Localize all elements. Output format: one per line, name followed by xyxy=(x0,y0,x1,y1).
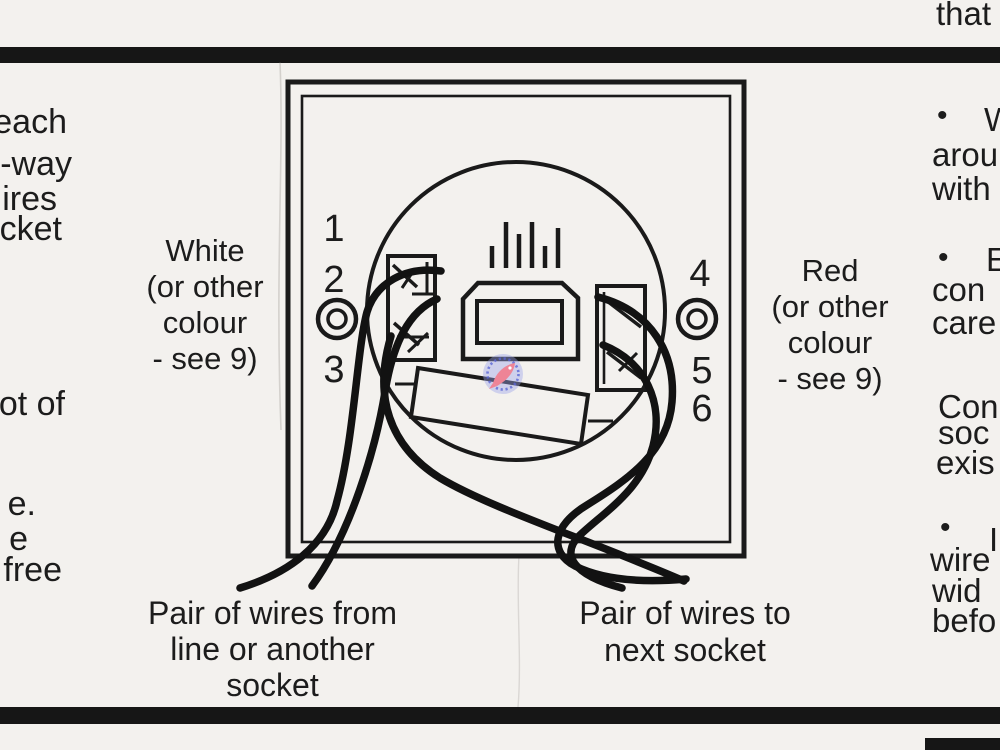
right-fragment: care xyxy=(932,304,997,341)
terminal-number-4: 4 xyxy=(689,253,711,295)
terminal-number-1: 1 xyxy=(323,208,345,250)
right-fragment: I xyxy=(989,521,999,558)
right-fragment: W xyxy=(984,101,1000,138)
plug-aperture xyxy=(460,280,581,362)
left-fragment: ot of xyxy=(0,385,65,423)
terminal-number-3: 3 xyxy=(323,349,345,391)
left-fragment: -way xyxy=(0,145,72,183)
left-fragment: e. xyxy=(7,485,36,523)
fixing-screw-left xyxy=(315,297,359,341)
cable-clamp-bar xyxy=(395,365,613,447)
left-fragment: free xyxy=(3,551,62,589)
bottom-section-divider-bar xyxy=(0,707,1000,724)
red-wire-label: Red (or other colour - see 9) xyxy=(771,253,889,396)
top-right-cut-text: that xyxy=(936,0,992,32)
right-fragment: con xyxy=(932,271,986,308)
fixing-screw-right xyxy=(675,297,719,341)
terminal-number-2: 2 xyxy=(323,259,345,301)
right-fragment: arou xyxy=(932,136,999,173)
bullet-icon: • xyxy=(938,241,949,274)
caption-wires-to-next-socket: Pair of wires to next socket xyxy=(579,595,791,668)
next-section-edge-block xyxy=(925,738,1000,750)
bullet-icon: • xyxy=(940,511,951,544)
left-fragment: cket xyxy=(0,210,62,248)
left-fragment: e xyxy=(9,520,28,558)
white-wire-label: White (or other colour - see 9) xyxy=(146,233,264,376)
bullet-icon: • xyxy=(937,99,948,132)
left-fragment: ires xyxy=(2,180,57,218)
paper-crease xyxy=(278,61,282,431)
socket-faceplate-outline xyxy=(285,79,747,559)
paper-crease xyxy=(517,555,521,708)
caption-wires-from-line: Pair of wires from line or another socke… xyxy=(148,595,397,703)
right-fragment: soc xyxy=(938,414,990,451)
watermark-stamp xyxy=(483,354,523,394)
right-fragment: exis xyxy=(936,444,995,481)
jack-contact-pins xyxy=(489,222,561,268)
right-fragment: with xyxy=(932,170,991,207)
right-fragment: wid xyxy=(932,572,982,609)
right-fragment: Con xyxy=(938,388,999,425)
top-section-divider-bar xyxy=(0,47,1000,63)
right-fragment: E xyxy=(986,241,1000,278)
right-fragment: befo xyxy=(932,602,997,639)
left-fragment: each xyxy=(0,103,67,141)
wire-pair-outgoing xyxy=(380,293,690,592)
terminal-number-6: 6 xyxy=(691,388,713,430)
right-fragment: wire xyxy=(930,541,991,578)
terminal-number-5: 5 xyxy=(691,350,713,392)
